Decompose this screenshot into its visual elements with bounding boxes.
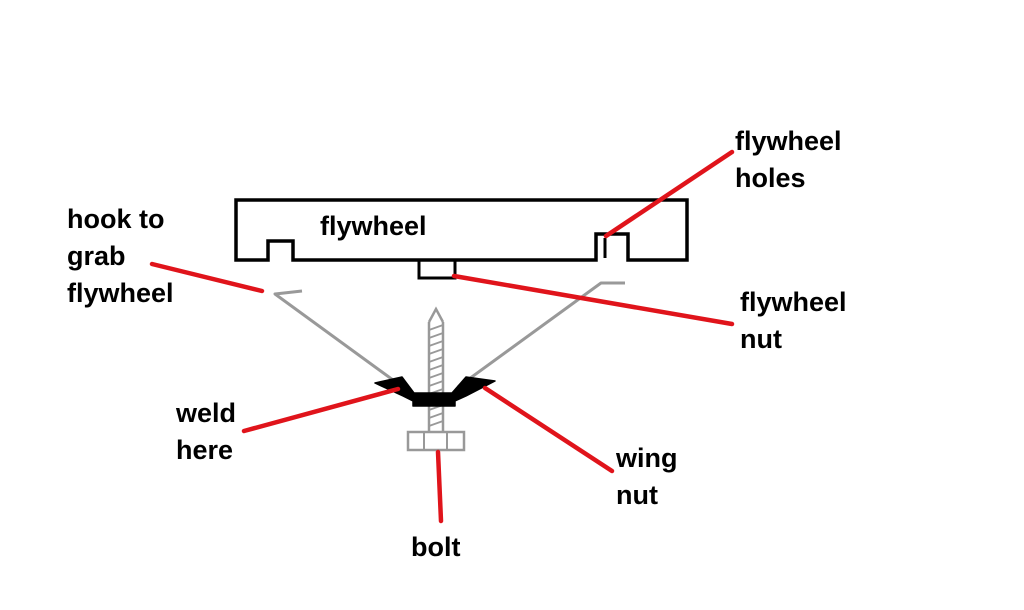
label-weld-line2: here [176,435,234,465]
label-wing-line1: wing [616,443,678,473]
label-hook-line2: grab [67,241,126,271]
label-weld-here: weld here [176,395,236,469]
label-flywheel: flywheel [320,211,427,241]
label-hook-line1: hook to [67,204,165,234]
label-hook: hook to grab flywheel [67,201,174,312]
leader-bolt [435,449,444,524]
right-hook-arm [457,281,625,389]
bolt-shaft [427,306,445,432]
label-flywheel-holes: flywheel holes [735,123,842,197]
leader-flywheel-nut [451,273,735,327]
leader-weld [241,386,401,434]
flywheel-body [234,198,689,262]
label-bolt: bolt [411,532,461,562]
leader-hook [149,261,265,294]
label-flywheel-nut-line2: nut [740,324,782,354]
label-flywheel-holes-line1: flywheel [735,126,842,156]
leader-wing-nut [482,385,615,474]
bolt-head [406,430,466,452]
left-hook-arm [273,289,416,398]
leader-flywheel-holes [603,149,735,239]
label-flywheel-holes-line2: holes [735,163,806,193]
label-wing-line2: nut [616,480,658,510]
label-weld-line1: weld [176,398,237,428]
label-flywheel-nut: flywheel nut [740,284,847,358]
label-hook-line3: flywheel [67,278,174,308]
label-flywheel-nut-line1: flywheel [740,287,847,317]
wing-nut [374,376,496,407]
label-wing-nut: wing nut [616,440,678,514]
flywheel-nut [417,261,457,280]
leader-lines [149,149,735,524]
